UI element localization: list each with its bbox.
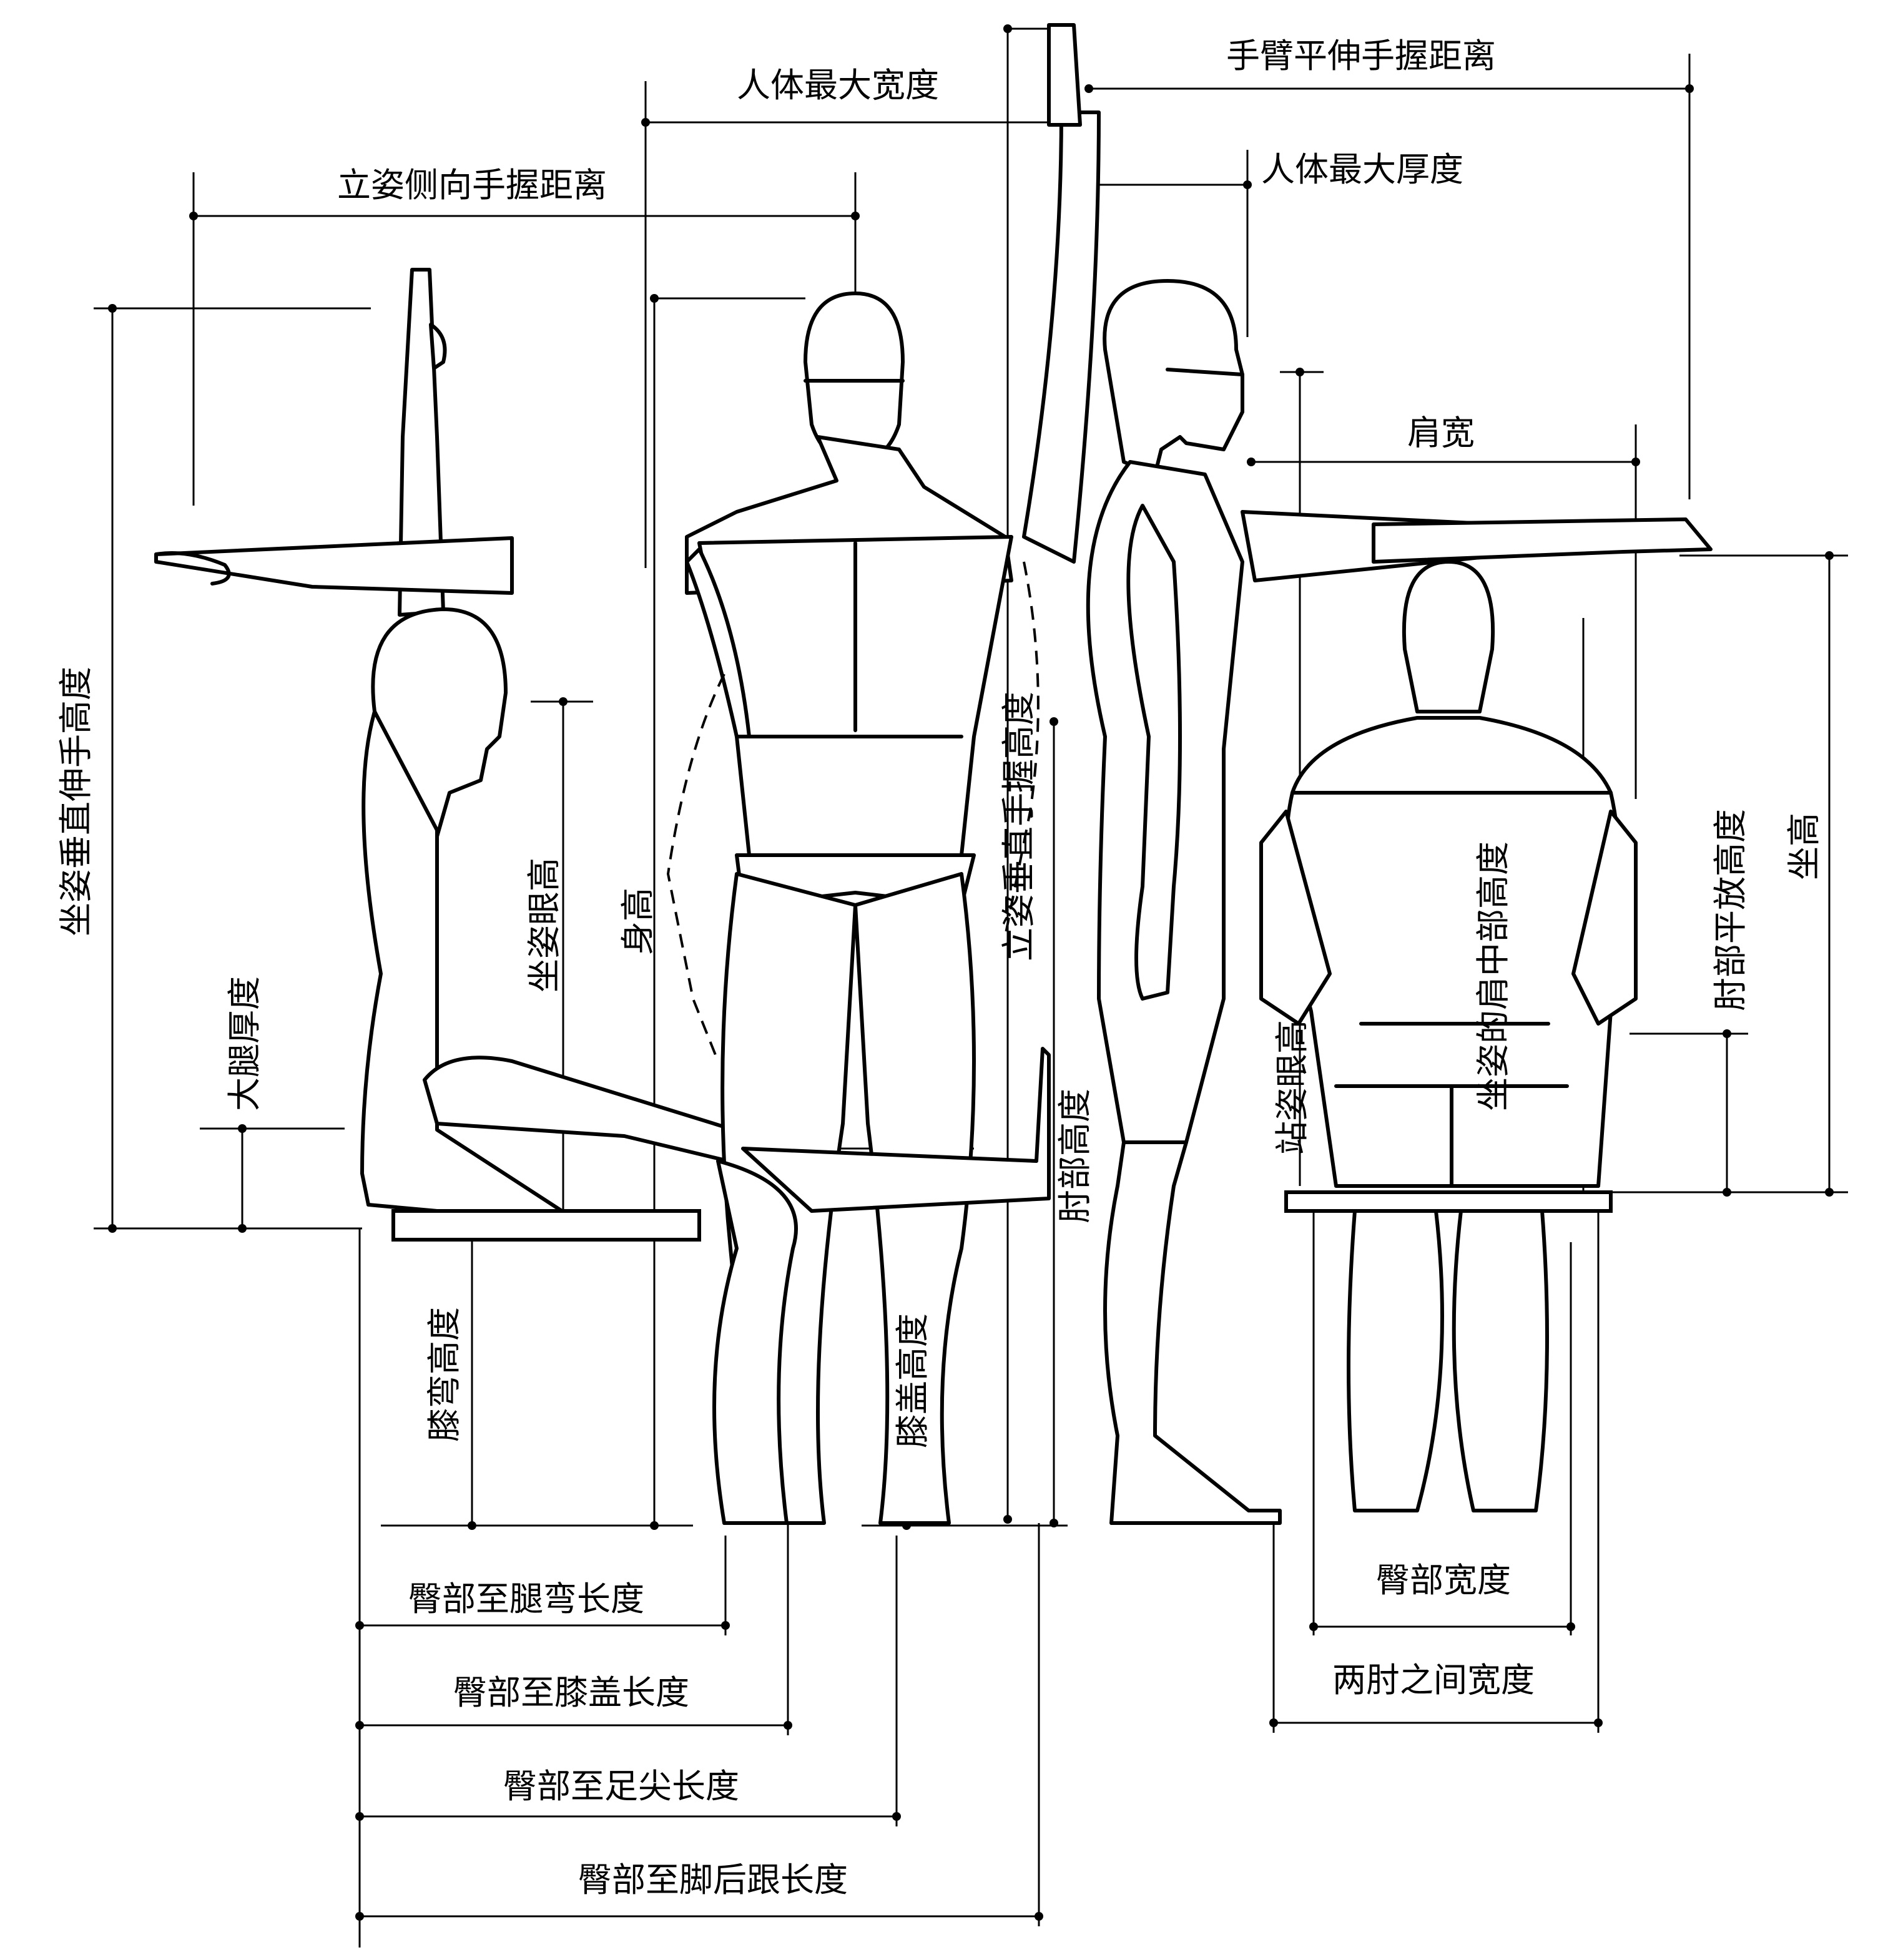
label-standing-eye-height: 站姿眼高 xyxy=(1272,1020,1312,1155)
label-elbow-rest-height: 肘部平放高度 xyxy=(1711,809,1750,1011)
label-buttock-toe: 臀部至足尖长度 xyxy=(503,1766,739,1806)
label-arm-span-grip: 手臂平伸手握距离 xyxy=(1226,36,1496,76)
label-seated-eye-height: 坐姿眼高 xyxy=(524,858,564,992)
side-standing-figure xyxy=(1086,279,1500,1525)
label-elbow-to-elbow: 两肘之间宽度 xyxy=(1332,1660,1535,1700)
label-max-body-depth: 人体最大厚度 xyxy=(1261,150,1463,189)
label-buttock-heel: 臀部至脚后跟长度 xyxy=(578,1860,848,1899)
seated-side-figure xyxy=(154,268,782,1242)
label-max-body-width: 人体最大宽度 xyxy=(737,66,939,105)
seated-back-figure xyxy=(1259,517,1713,1512)
label-seated-mid-shoulder: 坐姿的肩中部高度 xyxy=(1473,841,1513,1111)
dimension-ticks xyxy=(108,24,1834,1921)
label-sitting-height: 坐高 xyxy=(1784,813,1824,880)
labels: 立姿侧向手握距离 人体最大宽度 手臂平伸手握距离 人体最大厚度 肩宽 坐姿垂直伸… xyxy=(56,36,1824,1899)
label-elbow-height: 肘部高度 xyxy=(1055,1089,1094,1223)
label-shoulder-width: 肩宽 xyxy=(1407,413,1475,453)
label-thigh-thickness: 大腿厚度 xyxy=(225,976,264,1111)
seated-extended-leg xyxy=(712,1047,1051,1525)
label-standing-vertical-grip: 立姿垂直手握高度 xyxy=(999,692,1038,961)
label-seated-vertical-reach: 坐姿垂直伸手高度 xyxy=(56,667,96,936)
label-popliteal-height: 膝弯高度 xyxy=(425,1307,464,1442)
label-knee-height: 膝盖高度 xyxy=(893,1313,932,1448)
label-buttock-popliteal: 臀部至腿弯长度 xyxy=(408,1579,644,1619)
label-buttock-knee: 臀部至膝盖长度 xyxy=(453,1673,689,1712)
label-hip-width: 臀部宽度 xyxy=(1376,1561,1511,1600)
label-stature: 身高 xyxy=(618,888,657,955)
label-standing-side-reach: 立姿侧向手握距离 xyxy=(337,165,607,205)
